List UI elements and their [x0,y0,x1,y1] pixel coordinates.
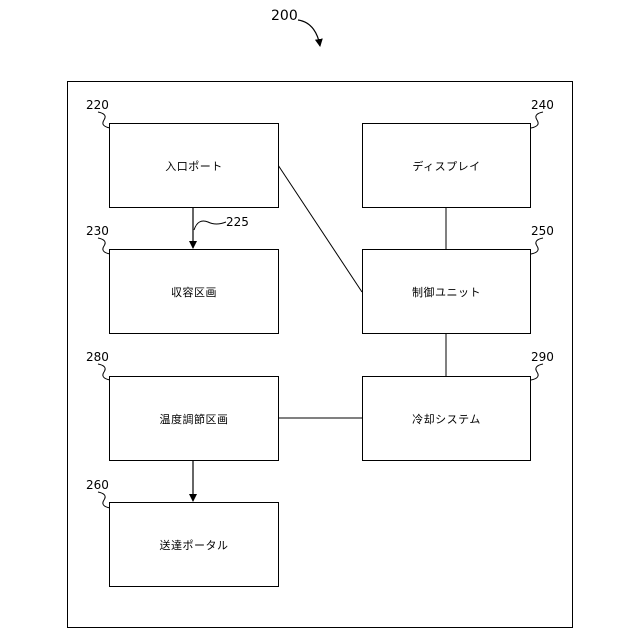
ref-inlet-port: 220 [86,98,109,112]
ref-cooling-system: 290 [531,350,554,364]
temperature-compartment-label: 温度調節区画 [160,411,229,427]
ref-control-unit: 250 [531,224,554,238]
ref-inlet-storage-connection: 225 [226,215,249,229]
cooling-system-label: 冷却システム [412,411,481,427]
storage-compartment-label: 収容区画 [171,284,217,300]
ref-delivery-portal: 260 [86,478,109,492]
cooling-system-block: 冷却システム [362,376,531,461]
delivery-portal-label: 送達ポータル [160,537,229,553]
display-block: ディスプレイ [362,123,531,208]
figure-pointer-arrow [298,20,320,46]
inlet-port-label: 入口ポート [165,158,223,174]
storage-compartment-block: 収容区画 [109,249,279,334]
ref-display: 240 [531,98,554,112]
temperature-compartment-block: 温度調節区画 [109,376,279,461]
delivery-portal-block: 送達ポータル [109,502,279,587]
ref-temperature: 280 [86,350,109,364]
control-unit-block: 制御ユニット [362,249,531,334]
inlet-port-block: 入口ポート [109,123,279,208]
display-label: ディスプレイ [412,158,480,174]
control-unit-label: 制御ユニット [412,284,481,300]
ref-storage: 230 [86,224,109,238]
figure-ref-label: 200 [271,9,298,23]
